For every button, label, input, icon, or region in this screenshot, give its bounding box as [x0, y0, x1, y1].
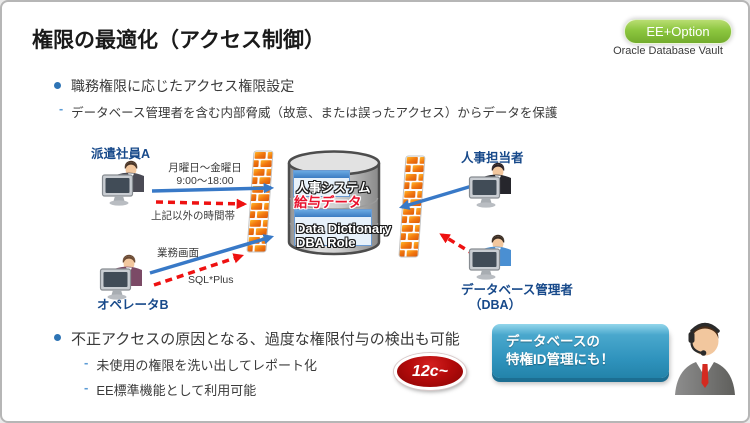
- arrow-label-weekday-days: 月曜日～金曜日: [168, 162, 242, 174]
- actor-label-dispatch: 派遣社員A: [91, 147, 151, 161]
- page-title: 権限の最適化（アクセス制御）: [32, 29, 325, 52]
- bullet-text: 職務権限に応じたアクセス権限設定: [71, 78, 295, 94]
- actor-label-dba: データベース管理者: [461, 283, 573, 297]
- callout-bubble: データベースの 特権ID管理にも！: [492, 324, 669, 378]
- callout-line1: データベースの: [506, 334, 600, 349]
- arrow-hr-allowed: [398, 184, 473, 210]
- subbullet-text: EE標準機能として利用可能: [96, 383, 257, 398]
- window-icon: [293, 170, 350, 197]
- arrow-label-weekday-hours: 9:00～18:00: [176, 175, 234, 187]
- bullet-text: 不正アクセスの原因となる、過度な権限付与の検出も可能: [71, 331, 460, 348]
- arrow-weekday-allowed: [151, 182, 275, 194]
- subbullet-dash: -: [84, 355, 89, 370]
- bullet-excess-privileges: 不正アクセスの原因となる、過度な権限付与の検出も可能: [54, 328, 460, 349]
- subbullet-dash: -: [59, 102, 64, 116]
- person-hr-icon: [468, 161, 514, 211]
- actor-label-dba-paren: （DBA）: [469, 298, 522, 312]
- callout-line2: 特権ID管理にも！: [506, 352, 614, 367]
- support-agent-icon: [672, 314, 738, 396]
- window-icon: [294, 209, 372, 246]
- arrow-label-business-screen: 業務画面: [157, 247, 199, 259]
- subbullet-dash: -: [84, 380, 89, 395]
- version-badge: 12c~: [394, 353, 466, 390]
- bullet-access-settings: 職務権限に応じたアクセス権限設定: [54, 76, 294, 96]
- subbullet-ee-standard: - EE標準機能として利用可能: [84, 380, 256, 399]
- bullet-dot: [54, 82, 61, 89]
- person-dispatch-icon: [101, 159, 147, 209]
- firewall-left: [246, 150, 274, 253]
- arrow-offhours-blocked: [155, 198, 248, 210]
- arrow-label-weekday: 月曜日～金曜日 9:00～18:00: [165, 162, 245, 188]
- db-label-dba-role: DBA Role: [296, 235, 356, 250]
- product-name: Oracle Database Vault: [613, 45, 723, 57]
- arrow-label-offhours: 上記以外の時間帯: [151, 210, 235, 222]
- db-label-hr-system: 人事システム: [296, 181, 371, 195]
- actor-label-operator: オペレータB: [97, 298, 169, 312]
- subbullet-protect-data: - データベース管理者を含む内部脅威（故意、または誤ったアクセス）からデータを保…: [59, 102, 557, 121]
- db-label-data-dictionary: Data Dictionary: [296, 221, 392, 236]
- subbullet-text: データベース管理者を含む内部脅威（故意、または誤ったアクセス）からデータを保護: [71, 106, 558, 120]
- arrow-label-sqlplus: SQL*Plus: [188, 274, 234, 286]
- person-dba-icon: [468, 233, 514, 283]
- actor-label-hr: 人事担当者: [461, 151, 524, 165]
- db-label-salary-data: 給与データ: [294, 195, 362, 210]
- bullet-dot: [54, 334, 61, 341]
- subbullet-text: 未使用の権限を洗い出してレポート化: [96, 358, 317, 373]
- subbullet-report: - 未使用の権限を洗い出してレポート化: [84, 355, 317, 374]
- person-operator-icon: [99, 253, 145, 303]
- firewall-right: [398, 155, 426, 258]
- edition-badge: EE+Option: [624, 19, 732, 44]
